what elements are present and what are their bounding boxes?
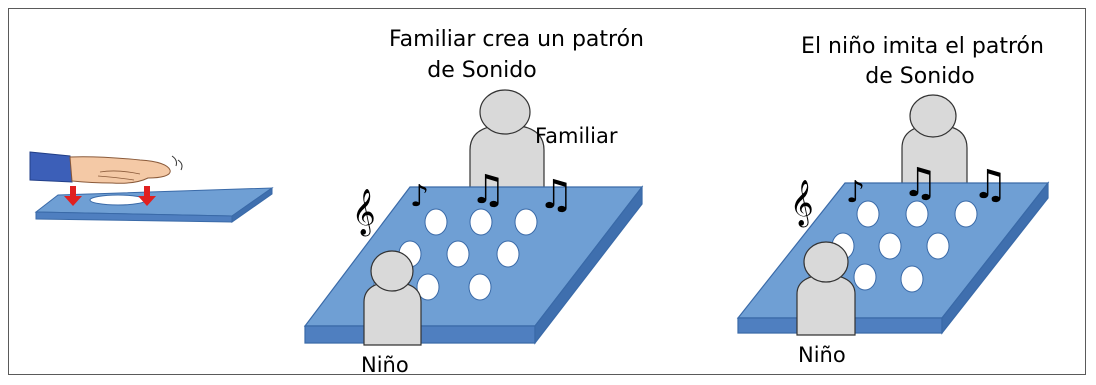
beamed-notes-icon: ♫ [972, 162, 1008, 208]
board-holes-middle [373, 208, 538, 301]
child-person-right [796, 241, 856, 336]
figure-frame [8, 8, 1086, 375]
beamed-notes-icon: ♫ [902, 160, 938, 206]
child-person-middle [363, 250, 422, 346]
small-board-hole [89, 194, 147, 206]
down-arrow-right [138, 186, 156, 206]
eighth-note-icon: ♪ [846, 175, 865, 210]
panel-familiar-creates: Familiar crea un patrón de Sonido Famili… [303, 27, 651, 377]
title-familiar-creates: Familiar crea un patrón de Sonido [389, 27, 651, 83]
panel-child-imitates: El niño imita el patrón de Sonido [736, 34, 1051, 367]
familiar-person-right [901, 94, 968, 191]
board-side-middle [534, 185, 643, 345]
label-nino-left: Niño [361, 353, 409, 377]
beamed-notes-icon: ♫ [538, 172, 574, 218]
beamed-notes-icon: ♫ [470, 167, 506, 213]
board-side-right [941, 181, 1049, 335]
hand-shape [69, 156, 171, 184]
familiar-person [469, 89, 545, 191]
down-arrow-left [64, 186, 82, 206]
sleeve-shape [29, 151, 73, 183]
eighth-note-icon: ♪ [410, 179, 429, 214]
small-board-side [231, 187, 273, 223]
hand-press-diagram [29, 151, 274, 223]
title-child-imitates: El niño imita el patrón de Sonido [801, 34, 1051, 89]
label-nino-right: Niño [798, 343, 846, 367]
label-familiar: Familiar [535, 124, 618, 148]
treble-clef-icon: 𝄞 [790, 180, 814, 228]
treble-clef-icon: 𝄞 [352, 189, 376, 237]
